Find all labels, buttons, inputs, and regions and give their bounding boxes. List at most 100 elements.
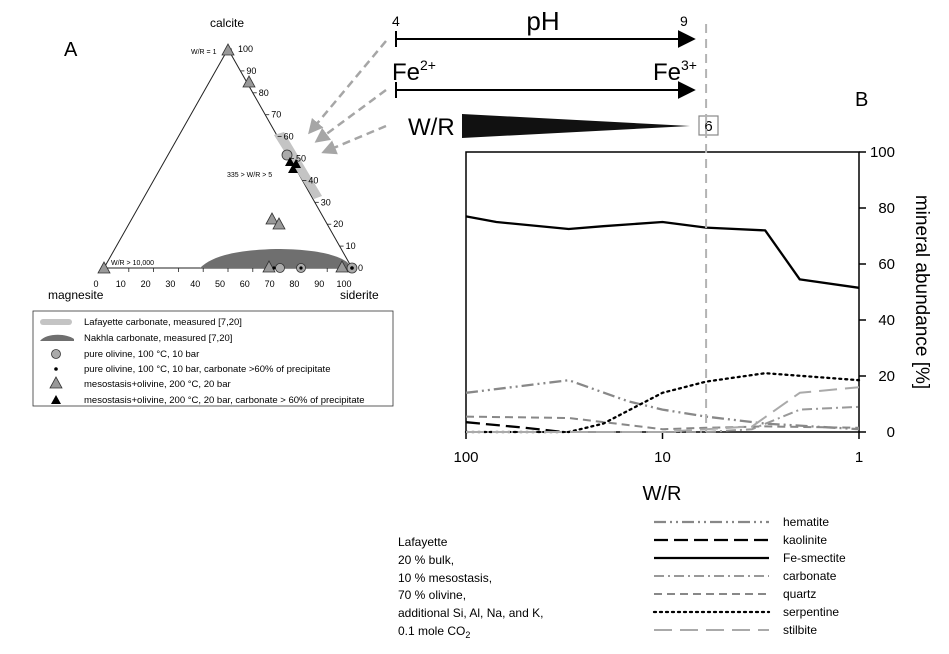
- pointer-arrow: [321, 124, 387, 155]
- series-line-stilbite: [466, 386, 860, 433]
- ternary-symbols: [97, 43, 358, 274]
- ternary-tick-label: 80: [259, 88, 269, 98]
- annotation-wr-1: W/R = 1: [191, 49, 217, 56]
- legend-black-triangle-symbol: [51, 395, 61, 404]
- ternary-frame: [103, 47, 353, 269]
- wr-wedge: [462, 114, 690, 138]
- pointer-arrow: [308, 40, 387, 135]
- legend-lafayette-label: Lafayette carbonate, measured [7,20]: [84, 317, 242, 328]
- note-line: additional Si, Al, Na, and K,: [398, 606, 543, 620]
- triangle-marker: [262, 260, 276, 273]
- ternary-tick-label: 50: [215, 279, 225, 289]
- legend-circle-label: pure olivine, 100 °C, 10 bar: [84, 349, 199, 360]
- plot-frame: [465, 151, 860, 433]
- pointer-arrow: [314, 88, 387, 143]
- annotation-wr-high: W/R > 10,000: [111, 260, 154, 267]
- triangle-marker: [265, 212, 279, 225]
- vertex-calcite-label: calcite: [210, 16, 244, 30]
- ternary-tick-label: 90: [314, 279, 324, 289]
- ternary-diagram: A calcite magnesite siderite 100 90 80 70 60…: [32, 16, 394, 407]
- ternary-tick-label: 0: [93, 279, 98, 289]
- black-triangle-marker: [285, 157, 295, 166]
- triangle-marker: [221, 43, 235, 56]
- ternary-tick-label: 100: [336, 279, 351, 289]
- legend-dot-label: pure olivine, 100 °C, 10 bar, carbonate …: [84, 364, 330, 375]
- ternary-tick-label: 90: [246, 66, 256, 76]
- legend-label-quartz: quartz: [783, 587, 816, 601]
- legend-black-triangle-label: mesostasis+olivine, 200 °C, 20 bar, carb…: [84, 395, 365, 406]
- legend-dot-symbol: [54, 367, 58, 371]
- gradient-scales: 4 9 pH Fe2+ Fe3+ W/R 6: [392, 6, 719, 141]
- y-tick-label: 80: [878, 200, 895, 217]
- triangle-marker: [97, 261, 111, 274]
- ternary-tick-label: 0: [358, 263, 363, 273]
- wr-gradient-label: W/R: [408, 114, 455, 141]
- ternary-tick-label: 60: [240, 279, 250, 289]
- y-axis-title: mineral abundance [%]: [911, 195, 932, 389]
- vertex-siderite-label: siderite: [340, 288, 379, 302]
- ternary-tick-label: 80: [289, 279, 299, 289]
- ternary-tick-label: 60: [284, 132, 294, 142]
- series-line-quartz: [465, 415, 860, 431]
- circle-marker: [275, 263, 285, 273]
- note-line: 0.1 mole CO2: [398, 624, 470, 640]
- legend-label-fe-smectite: Fe-smectite: [783, 551, 846, 565]
- ph-end-label: 9: [680, 13, 688, 29]
- ph-title: pH: [526, 6, 559, 36]
- y-tick-label: 40: [878, 312, 895, 329]
- panel-a-label: A: [64, 39, 78, 61]
- circle-marker: [281, 149, 293, 161]
- series-lines: [464, 215, 861, 434]
- legend-label-hematite: hematite: [783, 515, 829, 529]
- annotation-wr-range: 335 > W/R > 5: [227, 172, 272, 179]
- y-axis-ticks: 0 20 40 60 80 100: [859, 144, 895, 441]
- vertex-magnesite-label: magnesite: [48, 288, 104, 302]
- y-tick-label: 20: [878, 368, 895, 385]
- series-line-hematite: [465, 379, 860, 431]
- series-line-fe-smectite: [465, 215, 860, 289]
- legend-lafayette-swatch: [40, 319, 72, 325]
- wr-marker-box: [698, 115, 719, 136]
- ternary-tick-label: 40: [190, 279, 200, 289]
- ternary-tick-label: 100: [238, 44, 253, 54]
- ternary-legend: Lafayette carbonate, measured [7,20] Nak…: [32, 310, 394, 407]
- ternary-tick-label: 50: [296, 154, 306, 164]
- y-tick-label: 100: [870, 144, 895, 161]
- ph-start-label: 4: [392, 13, 400, 29]
- ternary-tick-label: 30: [165, 279, 175, 289]
- legend-triangle-symbol: [49, 376, 63, 389]
- legend-nakhla-label: Nakhla carbonate, measured [7,20]: [84, 333, 232, 344]
- triangle-marker: [335, 260, 349, 273]
- dot-marker: [350, 266, 354, 270]
- wr-marker-value: 6: [704, 118, 712, 135]
- legend-nakhla-swatch: [40, 334, 74, 341]
- nakhla-field: [200, 249, 352, 268]
- legend-frame: [32, 310, 394, 407]
- y-tick-label: 0: [887, 424, 895, 441]
- triangle-marker: [272, 217, 286, 230]
- dot-marker: [272, 266, 276, 270]
- legend-circle-symbol: [51, 349, 61, 359]
- fe2-label: Fe2+: [392, 57, 436, 86]
- legend-triangle-label: mesostasis+olivine, 200 °C, 20 bar: [84, 379, 231, 390]
- note-line: Lafayette: [398, 535, 448, 549]
- legend-label-carbonate: carbonate: [783, 569, 837, 583]
- series-line-serpentine: [464, 372, 861, 434]
- fe3-label: Fe3+: [653, 57, 697, 86]
- legend-label-kaolinite: kaolinite: [783, 533, 827, 547]
- x-tick-label: 10: [654, 449, 671, 466]
- ternary-tick-label: 70: [271, 110, 281, 120]
- ternary-tick-label: 40: [308, 175, 318, 185]
- note-line: 10 % mesostasis,: [398, 571, 492, 585]
- y-tick-label: 60: [878, 256, 895, 273]
- ternary-tick-label: 20: [141, 279, 151, 289]
- series-line-kaolinite: [465, 421, 564, 434]
- x-axis-title: W/R: [643, 483, 682, 505]
- x-tick-label: 1: [855, 449, 863, 466]
- black-triangle-marker: [288, 164, 298, 173]
- dot-marker: [299, 266, 303, 270]
